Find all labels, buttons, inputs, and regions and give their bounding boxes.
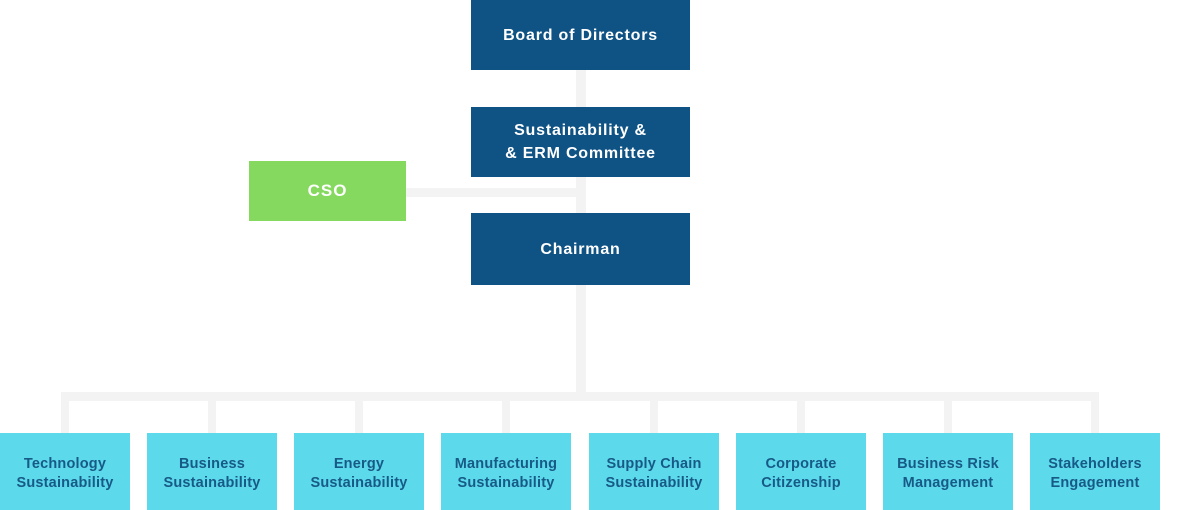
node-cso-label: CSO: [307, 181, 348, 200]
connector-stub-3: [355, 392, 363, 433]
node-manufacturing-sustainability: Manufacturing Sustainability: [441, 433, 571, 510]
dept-label-line1: Stakeholders: [1048, 456, 1142, 472]
node-business-sustainability: Business Sustainability: [147, 433, 277, 510]
node-business-risk-management: Business Risk Management: [883, 433, 1013, 510]
dept-label-line2: Sustainability: [16, 475, 114, 491]
connector-stub-8: [1091, 392, 1099, 433]
dept-label-line1: Technology: [23, 456, 107, 472]
node-energy-sustainability: Energy Sustainability: [294, 433, 424, 510]
dept-label-line2: Management: [902, 475, 994, 491]
connector-stub-4: [502, 392, 510, 433]
connector-stub-2: [208, 392, 216, 433]
connector-stub-1: [61, 392, 69, 433]
node-committee-label-line1: Sustainability &: [514, 122, 647, 139]
node-supply-chain-sustainability: Supply Chain Sustainability: [589, 433, 719, 510]
connector-board-committee: [576, 70, 586, 107]
node-chairman: Chairman: [471, 213, 690, 285]
node-corporate-citizenship: Corporate Citizenship: [736, 433, 866, 510]
node-sustainability-erm-committee: Sustainability & & ERM Committee: [471, 107, 690, 177]
connector-stub-6: [797, 392, 805, 433]
connector-horizontal-bar: [61, 392, 1099, 401]
dept-label-line1: Manufacturing: [454, 456, 558, 472]
dept-label-line2: Engagement: [1050, 475, 1140, 491]
connector-committee-chairman: [576, 177, 586, 213]
dept-label-line1: Energy: [333, 456, 385, 472]
dept-label-line1: Business Risk: [897, 456, 999, 472]
connector-stub-7: [944, 392, 952, 433]
connector-stub-5: [650, 392, 658, 433]
dept-label-line1: Supply Chain: [606, 456, 702, 472]
node-technology-sustainability: Technology Sustainability: [0, 433, 130, 510]
node-cso: CSO: [249, 161, 406, 221]
dept-label-line2: Sustainability: [457, 475, 555, 491]
dept-label-line2: Sustainability: [605, 475, 703, 491]
node-stakeholders-engagement: Stakeholders Engagement: [1030, 433, 1160, 510]
dept-label-line2: Citizenship: [761, 475, 841, 491]
node-board-of-directors: Board of Directors: [471, 0, 690, 70]
connector-chairman-bar: [576, 285, 586, 397]
node-board-label: Board of Directors: [503, 26, 658, 44]
connector-cso-horizontal: [406, 188, 576, 197]
dept-label-line1: Business: [178, 456, 246, 472]
dept-label-line1: Corporate: [765, 456, 837, 472]
dept-label-line2: Sustainability: [310, 475, 408, 491]
node-chairman-label: Chairman: [540, 240, 621, 258]
dept-label-line2: Sustainability: [163, 475, 261, 491]
node-committee-label-line2: & ERM Committee: [505, 145, 656, 162]
